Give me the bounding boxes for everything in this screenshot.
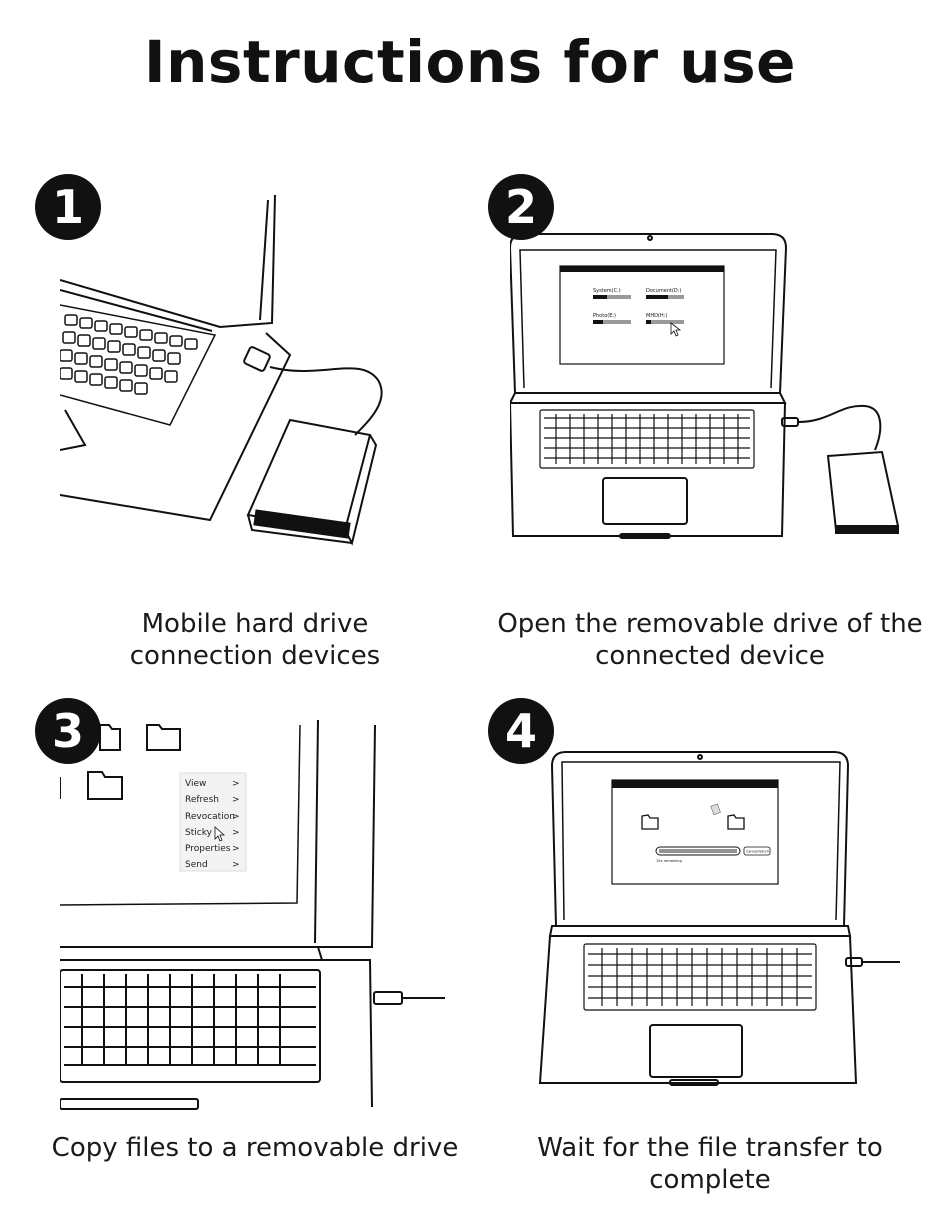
folder-icon — [727, 814, 745, 830]
cancel-button[interactable] — [743, 846, 771, 856]
keyboard-keys-1 — [60, 314, 198, 395]
menu-arrow-icon: > — [232, 795, 240, 805]
folder-icon — [641, 814, 659, 830]
explorer-window — [559, 265, 725, 365]
transfer-window — [611, 779, 779, 885]
hard-drive-2 — [826, 450, 900, 534]
folder-icon — [146, 724, 181, 751]
menu-arrow-icon: > — [232, 812, 240, 822]
menu-arrow-icon: > — [232, 860, 240, 870]
folder-icon — [87, 771, 123, 800]
drive-label-c: System(C:) — [593, 288, 621, 294]
trackpad-4 — [649, 1024, 743, 1078]
menu-item-refresh[interactable]: Refresh — [185, 795, 219, 805]
webcam-icon — [647, 235, 653, 241]
drive-label-e: Photo(E:) — [593, 313, 616, 319]
step-1-illustration — [60, 195, 383, 546]
cursor-icon — [214, 826, 226, 842]
page-title: Instructions for use — [144, 28, 796, 96]
step-3-badge: 3 — [35, 698, 101, 764]
menu-arrow-icon: > — [232, 779, 240, 789]
drive-label-h: MHD(H:) — [646, 313, 667, 319]
folder-icon — [99, 724, 121, 751]
cursor-icon — [670, 322, 682, 337]
step-1-badge: 1 — [35, 174, 101, 240]
laptop-lid-2 — [510, 233, 788, 394]
usb-cable-2 — [781, 404, 882, 451]
file-icon — [710, 803, 721, 816]
keyboard-4 — [583, 943, 817, 1011]
cancel-button-label: Cancel/return — [746, 850, 769, 854]
webcam-icon — [697, 754, 703, 760]
menu-item-view[interactable]: View — [185, 779, 206, 789]
step-4-illustration: 15s remaining Cancel/return — [538, 751, 900, 1086]
menu-arrow-icon: > — [232, 844, 240, 854]
step-2-illustration: System(C:) Document(D:) Photo(E:) MHD(H:… — [510, 233, 900, 539]
step-4-caption: Wait for the file transfer to complete — [537, 1133, 883, 1195]
progress-bar — [655, 846, 741, 856]
step-3-caption: Copy files to a removable drive — [51, 1133, 459, 1163]
keyboard-3 — [60, 969, 321, 1083]
laptop-lid-4 — [550, 751, 850, 927]
menu-item-revocation[interactable]: Revocation — [185, 812, 235, 822]
context-menu — [179, 772, 247, 872]
menu-arrow-icon: > — [232, 828, 240, 838]
step-1-caption: Mobile hard drive connection devices — [129, 609, 381, 671]
menu-item-properties[interactable]: Properties — [185, 844, 231, 854]
drive-label-d: Document(D:) — [646, 288, 681, 294]
step-2-badge: 2 — [488, 174, 554, 240]
hard-drive-1 — [246, 418, 378, 546]
step-2-caption: Open the removable drive of the connecte… — [497, 609, 923, 671]
menu-item-send[interactable]: Send — [185, 860, 208, 870]
usb-cable-3 — [373, 991, 445, 1005]
menu-item-sticky[interactable]: Sticky — [185, 828, 213, 838]
time-remaining: 15s remaining — [656, 859, 682, 863]
step-4-badge: 4 — [488, 698, 554, 764]
keyboard-2 — [539, 409, 755, 469]
usb-cable-1 — [243, 346, 383, 436]
trackpad-2 — [602, 477, 688, 525]
step-3-illustration: View Refresh Revocation Sticky Propertie… — [60, 719, 445, 1110]
folder-icons-3 — [60, 724, 181, 800]
usb-cable-4 — [845, 957, 900, 967]
